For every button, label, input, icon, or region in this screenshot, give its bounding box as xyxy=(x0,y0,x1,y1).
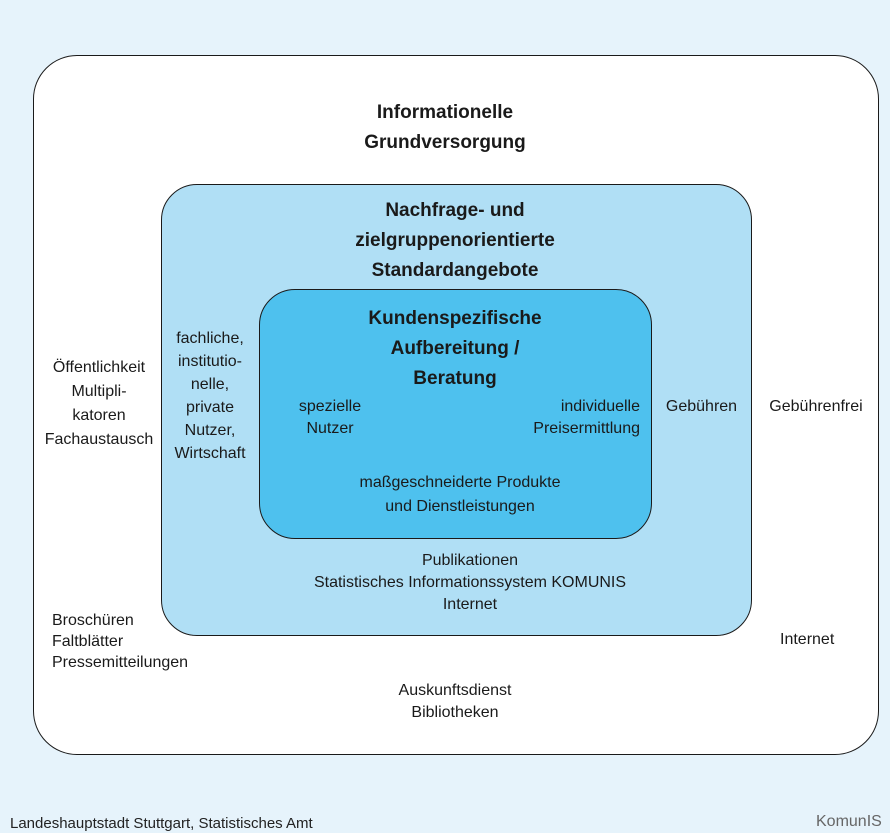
outer-bottom-left-label: Broschüren Faltblätter Pressemitteilunge… xyxy=(52,612,189,671)
inner-left-label: spezielle Nutzer xyxy=(298,398,362,437)
middle-bottom-label: Publikationen Statistisches Informations… xyxy=(313,552,627,613)
inner-right-label: individuelle Preisermittlung xyxy=(533,398,640,437)
outer-left-label: Öffentlichkeit Multipli- katoren Fachaus… xyxy=(44,359,154,448)
middle-left-label: fachliche, institutio- nelle, private Nu… xyxy=(174,330,246,462)
outer-right-label: Gebührenfrei xyxy=(769,398,863,415)
source-note: Landeshauptstadt Stuttgart, Statistische… xyxy=(10,815,313,832)
outer-bottom-right-label: Internet xyxy=(780,631,835,648)
outer-title: Informationelle Grundversorgung xyxy=(364,102,526,153)
komunis-logo: KomunIS xyxy=(816,813,882,830)
middle-title: Nachfrage- und zielgruppenorientierte St… xyxy=(355,200,555,281)
middle-right-label: Gebühren xyxy=(665,398,738,415)
outer-bottom-center-label: Auskunftsdienst Bibliotheken xyxy=(398,682,512,721)
inner-bottom-label: maßgeschneiderte Produkte und Dienstleis… xyxy=(359,474,561,515)
inner-box xyxy=(259,289,652,539)
inner-title: Kundenspezifische Aufbereitung / Beratun… xyxy=(368,308,542,389)
